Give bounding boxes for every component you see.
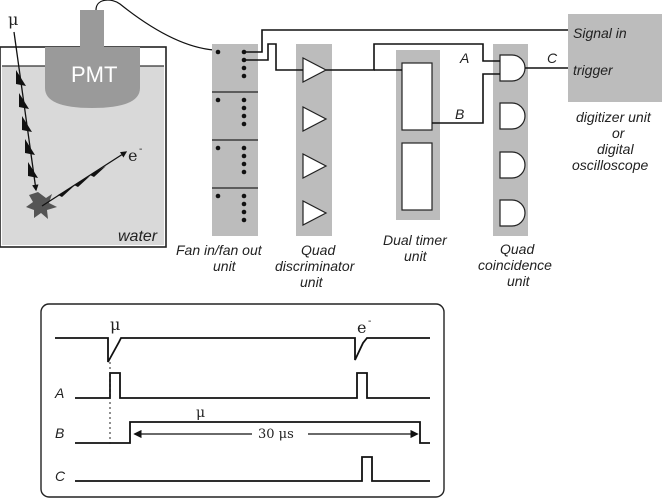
wire-discriminator-out bbox=[326, 43, 500, 71]
cherenkov-cones-electron bbox=[58, 166, 106, 197]
timing-row-c-label: C bbox=[55, 468, 66, 484]
trigger-label: trigger bbox=[573, 62, 614, 78]
muon-path bbox=[13, 31, 39, 192]
timing-diagram: μ e - A B μ 30 μs C bbox=[40, 303, 445, 498]
timer-label-line1: Dual timer bbox=[383, 232, 448, 248]
pmt-body bbox=[45, 47, 140, 108]
timing-gate-symbol: μ bbox=[196, 405, 205, 421]
digitizer-caption-line3: digital bbox=[597, 141, 634, 157]
digitizer-caption-line1: digitizer unit bbox=[576, 109, 652, 125]
timing-trace-c bbox=[75, 456, 430, 482]
coincidence-label-line2: coincidence bbox=[478, 257, 552, 273]
muon-track: μ bbox=[8, 10, 39, 192]
discriminator-label-line2: discriminator bbox=[275, 258, 356, 274]
electron-track: e - bbox=[26, 144, 142, 219]
pmt-cable bbox=[95, 0, 215, 51]
fan-label-line1: Fan in/fan out bbox=[176, 242, 263, 258]
wire-label-b: B bbox=[455, 106, 464, 122]
cherenkov-cones-muon bbox=[16, 70, 38, 178]
electron-path bbox=[41, 151, 128, 207]
pmt-signal-trace bbox=[55, 337, 430, 363]
discriminator-label-line3: unit bbox=[300, 274, 324, 290]
signal-wiring: A B C bbox=[246, 29, 568, 124]
coincidence-label-line1: Quad bbox=[500, 241, 535, 257]
timing-row-a-label: A bbox=[54, 385, 64, 401]
fan-connectors bbox=[215, 49, 247, 223]
signal-in-label: Signal in bbox=[573, 25, 627, 41]
timing-row-b-label: B bbox=[55, 425, 64, 441]
discriminator-label-line1: Quad bbox=[301, 242, 336, 258]
fan-label-line2: unit bbox=[213, 258, 237, 274]
digitizer-caption-line4: oscilloscope bbox=[572, 157, 648, 173]
timer-channel-2 bbox=[401, 142, 433, 211]
timing-muon-symbol: μ bbox=[110, 315, 120, 334]
wire-signal-in bbox=[246, 29, 568, 53]
pmt: PMT bbox=[45, 10, 140, 108]
timing-trace-a bbox=[75, 372, 430, 399]
timing-gate-duration: 30 μs bbox=[258, 427, 294, 442]
coincidence-label-line3: unit bbox=[507, 273, 531, 289]
wire-timer-to-coincidence bbox=[432, 73, 500, 124]
coincidence-gates bbox=[499, 54, 526, 227]
decay-burst bbox=[26, 192, 57, 219]
muon-symbol: μ bbox=[8, 10, 18, 29]
timer-label-line2: unit bbox=[404, 248, 428, 264]
wire-label-c: C bbox=[547, 50, 558, 66]
wire-fan-to-discriminator bbox=[246, 43, 303, 71]
pmt-neck bbox=[80, 10, 104, 48]
timer-channel-1 bbox=[401, 62, 433, 131]
timing-electron-superscript: - bbox=[368, 316, 371, 327]
digitizer-body bbox=[568, 14, 662, 102]
quad-discriminator-unit: Quad discriminator unit bbox=[275, 44, 356, 290]
timing-electron-symbol: e bbox=[357, 318, 366, 337]
dual-timer-unit: Dual timer unit bbox=[383, 50, 448, 264]
timing-trace-b bbox=[75, 421, 430, 444]
digitizer-caption-line2: or bbox=[612, 125, 626, 141]
quad-coincidence-unit: Quad coincidence unit bbox=[478, 44, 552, 289]
timing-panel bbox=[40, 303, 445, 498]
pmt-label: PMT bbox=[71, 62, 117, 87]
wire-label-a: A bbox=[459, 50, 469, 66]
electron-superscript: - bbox=[139, 144, 142, 155]
water-label: water bbox=[118, 228, 158, 245]
fan-in-fan-out-unit: Fan in/fan out unit bbox=[176, 44, 263, 274]
digitizer-unit: Signal in trigger digitizer unit or digi… bbox=[568, 14, 662, 173]
electron-symbol: e bbox=[128, 146, 137, 165]
discriminator-channels bbox=[302, 57, 328, 226]
